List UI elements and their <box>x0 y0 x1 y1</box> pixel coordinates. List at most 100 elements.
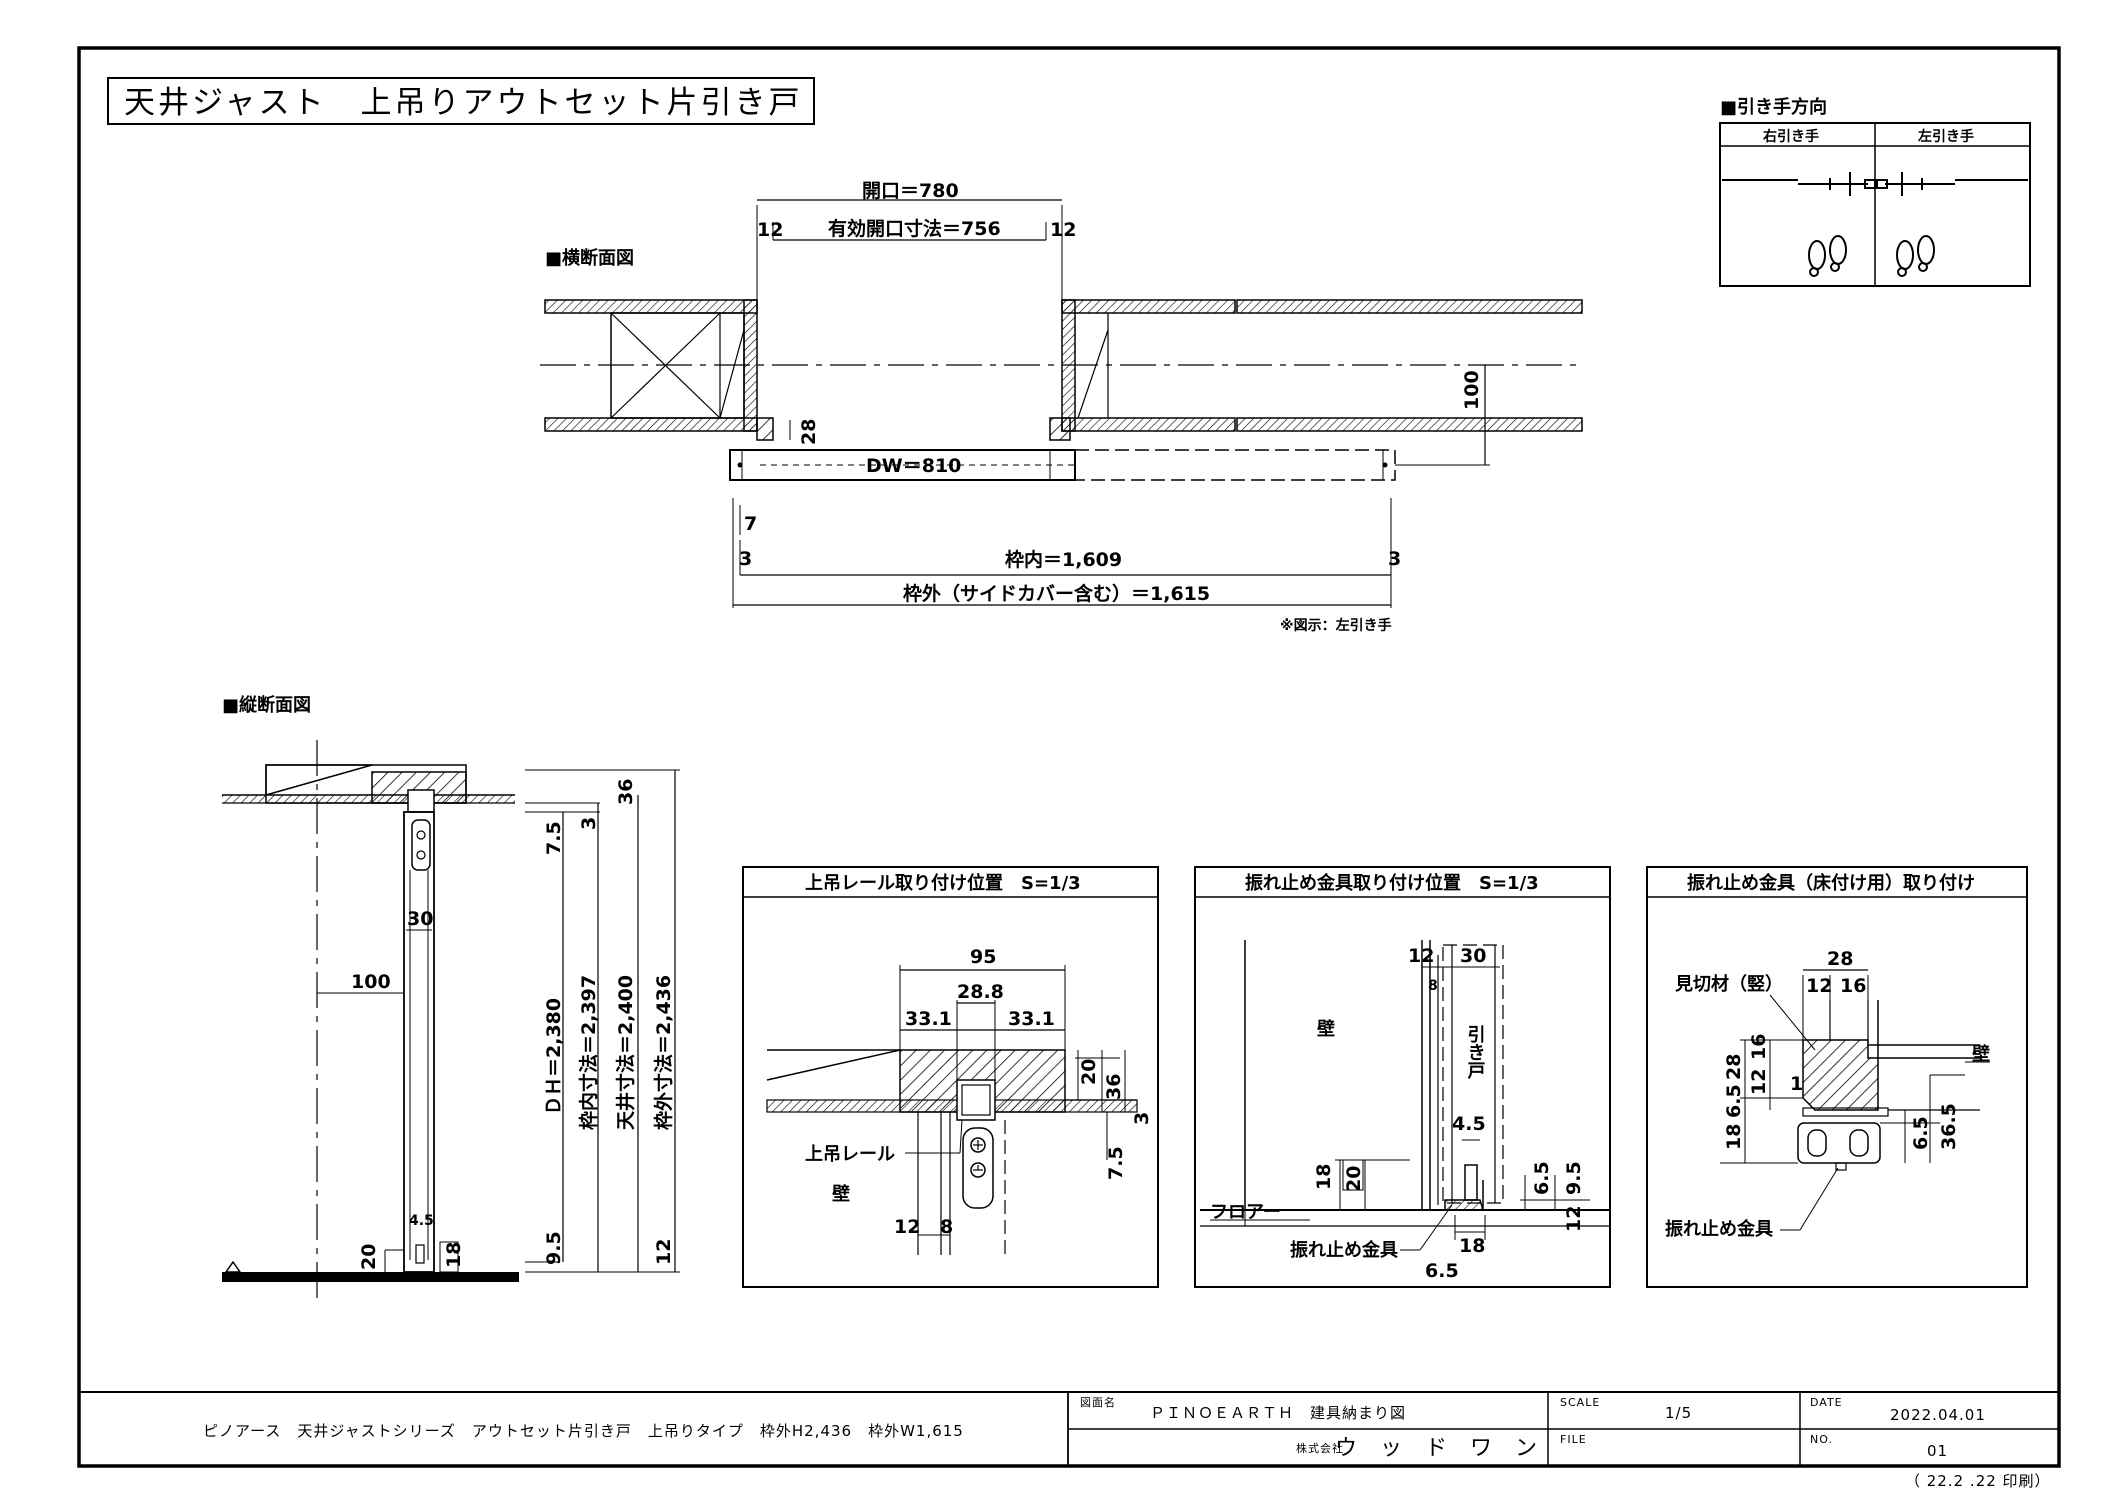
section-20-dim: 20 <box>358 1244 380 1270</box>
ceiling-height-dim: 天井寸法＝2,400 <box>614 975 637 1130</box>
company-label: 株式会社 <box>1296 1441 1344 1455</box>
frame-inner-height-dim: 枠内寸法＝2,397 <box>577 975 600 1130</box>
pull-direction-legend: ■引き手方向 右引き手 左引き手 <box>1719 96 2031 287</box>
detail3-16-dim: 16 <box>1840 975 1866 997</box>
left-pull-door-icon <box>1876 172 2028 196</box>
title-box: 天井ジャスト 上吊りアウトセット片引き戸 <box>107 77 815 125</box>
detail3-65b-dim: 6.5 <box>1910 1116 1932 1150</box>
date-value: 2022.04.01 <box>1890 1406 1986 1424</box>
company-name: ウ ッ ド ワ ン <box>1335 1436 1545 1461</box>
pull-direction-heading: ■引き手方向 <box>1720 96 1827 118</box>
detail2-18a-dim: 18 <box>1313 1164 1335 1190</box>
title-block: ピノアース 天井ジャストシリーズ アウトセット片引き戸 上吊りタイプ 枠外H2,… <box>79 1391 2059 1466</box>
detail1-12-dim: 12 <box>894 1216 920 1238</box>
left-footprints-icon <box>1896 235 1935 277</box>
detail1-331a-dim: 33.1 <box>905 1008 952 1030</box>
detail3-trim-label: 見切材（竪） <box>1674 973 1783 995</box>
detail-rail-position: 上吊レール取り付け位置 S=1/3 95 28.8 33.1 <box>742 866 1159 1288</box>
plan-100-dim: 100 <box>1461 370 1483 410</box>
sheet-border <box>77 46 2061 1468</box>
frame-outer-height-dim: 枠外寸法＝2,436 <box>652 975 675 1130</box>
section-75-dim: 7.5 <box>543 821 565 855</box>
detail3-title: 振れ止め金具（床付け用）取り付け <box>1687 872 1975 894</box>
detail2-30-dim: 30 <box>1460 945 1486 967</box>
detail2-door-label: 引き戸 <box>1465 1025 1486 1080</box>
scale-label: SCALE <box>1560 1396 1600 1409</box>
page-title: 天井ジャスト 上吊りアウトセット片引き戸 <box>124 85 802 121</box>
detail1-wall-label: 壁 <box>832 1183 850 1205</box>
detail3-1-dim: 1 <box>1790 1073 1803 1095</box>
section-12-dim: 12 <box>653 1239 675 1265</box>
section-36-dim: 36 <box>615 779 637 805</box>
detail1-3-dim: 3 <box>1131 1112 1153 1125</box>
plan-view-heading: ■横断面図 <box>545 247 634 269</box>
detail2-12-dim: 12 <box>1408 945 1434 967</box>
detail2-stopper-label: 振れ止め金具 <box>1290 1239 1398 1261</box>
no-label: NO. <box>1810 1433 1833 1446</box>
side-right-dim: 12 <box>1050 219 1076 241</box>
section-45-dim: 4.5 <box>409 1213 434 1229</box>
right-pull-label: 右引き手 <box>1762 128 1819 145</box>
detail2-wall-label: 壁 <box>1317 1018 1335 1040</box>
detail3-28v-dim: 28 <box>1723 1054 1745 1080</box>
section-100-dim: 100 <box>351 971 391 993</box>
file-label: FILE <box>1560 1433 1587 1446</box>
opening-dim: 開口＝780 <box>862 180 959 202</box>
date-label: DATE <box>1810 1396 1843 1409</box>
left-pull-label: 左引き手 <box>1917 128 1974 145</box>
detail2-floor-label: フロアー <box>1210 1202 1281 1223</box>
detail3-12v-dim: 12 <box>1748 1069 1770 1095</box>
plan-view: ■横断面図 開口＝780 有効開口寸法＝756 12 12 <box>540 180 1583 634</box>
detail1-95-dim: 95 <box>970 946 996 968</box>
detail2-95-dim: 9.5 <box>1563 1161 1585 1195</box>
section-95-dim: 9.5 <box>543 1231 565 1265</box>
detail3-wall-label: 壁 <box>1972 1043 1990 1065</box>
frame-outer-width-dim: 枠外（サイドカバー含む）＝1,615 <box>903 582 1210 605</box>
frame-inner-width-dim: 枠内＝1,609 <box>1005 548 1122 571</box>
detail2-12b-dim: 12 <box>1563 1206 1585 1232</box>
detail3-365-dim: 36.5 <box>1938 1103 1960 1150</box>
drawing-name: ＰＩＮＯＥＡＲＴＨ 建具納まり図 <box>1150 1404 1406 1422</box>
effective-opening-dim: 有効開口寸法＝756 <box>828 217 1001 240</box>
detail1-8-dim: 8 <box>940 1216 953 1238</box>
detail1-rail-label: 上吊レール <box>805 1144 895 1165</box>
scale-value: 1/5 <box>1665 1404 1692 1422</box>
right-pull-door-icon <box>1722 172 1876 196</box>
plan-7-dim: 7 <box>744 513 757 535</box>
detail2-20-dim: 20 <box>1343 1166 1365 1192</box>
section-view: ■縦断面図 30 100 4.5 20 18 <box>222 694 680 1305</box>
plan-3-left-dim: 3 <box>739 548 752 570</box>
right-footprints-icon <box>1808 235 1847 277</box>
detail1-20-dim: 20 <box>1078 1059 1100 1085</box>
detail2-18b-dim: 18 <box>1459 1235 1485 1257</box>
door-width-dim: DW＝810 <box>866 455 961 477</box>
detail-stopper-position: 振れ止め金具取り付け位置 S=1/3 引き戸 12 30 8 4.5 壁 18 … <box>1194 866 1611 1288</box>
detail2-8-dim: 8 <box>1428 978 1438 994</box>
plan-3-right-dim: 3 <box>1388 548 1401 570</box>
detail2-45-dim: 4.5 <box>1452 1113 1486 1135</box>
section-18-dim: 18 <box>443 1242 465 1268</box>
side-left-dim: 12 <box>757 219 783 241</box>
title-block-description: ピノアース 天井ジャストシリーズ アウトセット片引き戸 上吊りタイプ 枠外H2,… <box>203 1422 964 1440</box>
drawing-name-label: 図面名 <box>1080 1395 1116 1409</box>
detail2-65b-dim: 6.5 <box>1425 1260 1459 1282</box>
detail3-185-dim: 18 <box>1723 1124 1745 1150</box>
detail1-288-dim: 28.8 <box>957 981 1004 1003</box>
section-3-dim: 3 <box>578 817 600 830</box>
detail2-title: 振れ止め金具取り付け位置 S=1/3 <box>1245 872 1539 894</box>
no-value: 01 <box>1927 1442 1948 1460</box>
detail3-28-dim: 28 <box>1827 948 1853 970</box>
detail-floor-stopper: 振れ止め金具（床付け用）取り付け 28 12 16 見切材（竪） 壁 2 <box>1646 866 2028 1288</box>
plan-note: ※図示：左引き手 <box>1280 617 1392 634</box>
detail3-16v-dim: 16 <box>1748 1034 1770 1060</box>
door-height-dim: ＤＨ＝2,380 <box>543 998 565 1115</box>
section-30-dim: 30 <box>407 908 433 930</box>
detail3-12-dim: 12 <box>1806 975 1832 997</box>
detail1-75-dim: 7.5 <box>1105 1146 1127 1180</box>
detail1-36-dim: 36 <box>1103 1074 1125 1100</box>
print-note: （ 22.2 .22 印刷） <box>1905 1472 2051 1490</box>
section-view-heading: ■縦断面図 <box>222 694 311 716</box>
detail1-331b-dim: 33.1 <box>1008 1008 1055 1030</box>
detail1-title: 上吊レール取り付け位置 S=1/3 <box>805 872 1081 894</box>
